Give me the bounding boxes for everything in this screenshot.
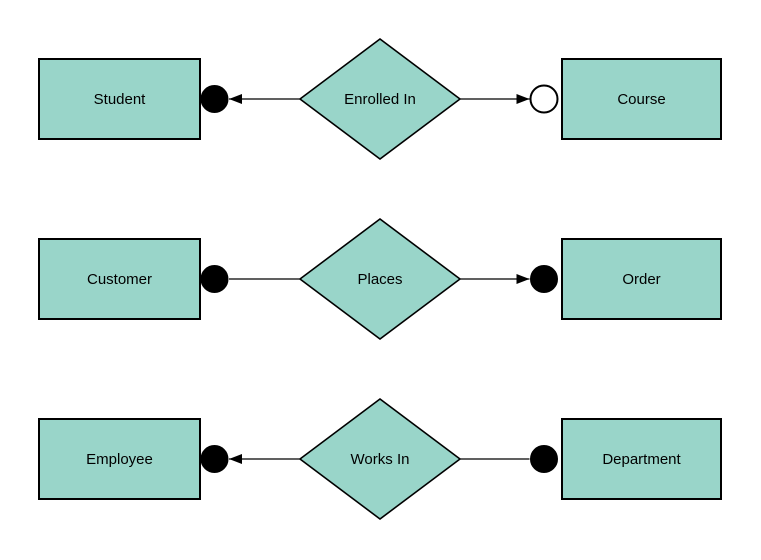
entity-label-left: Student [94,91,147,108]
filled-circle-connector-right [530,265,558,293]
er-row: Employee Department Works In [38,398,722,520]
filled-circle-connector-left [200,85,229,113]
filled-circle-connector-left [200,265,229,293]
entity-box-left [38,238,201,320]
relationship-label: Places [357,271,402,288]
entity-box-right [561,58,722,140]
entity-label-right: Course [617,91,665,108]
open-circle-connector-right [529,84,559,114]
er-row: Student Course Enrolled In [38,38,722,160]
entity-label-right: Department [602,451,681,468]
relationship-label: Enrolled In [344,91,416,108]
filled-circle-connector-right [530,445,558,473]
entity-label-left: Employee [86,451,153,468]
filled-circle-connector-left [200,445,229,473]
entity-box-right [561,238,722,320]
relationship-diamond [298,38,462,160]
entity-label-left: Customer [87,271,152,288]
entity-label-right: Order [622,271,660,288]
relationship-diamond [298,398,462,520]
entity-box-right [561,418,722,500]
relationship-label: Works In [351,451,410,468]
entity-box-left [38,58,201,140]
entity-box-left [38,418,201,500]
er-row: Customer Order Places [38,218,722,340]
relationship-diamond [298,218,462,340]
